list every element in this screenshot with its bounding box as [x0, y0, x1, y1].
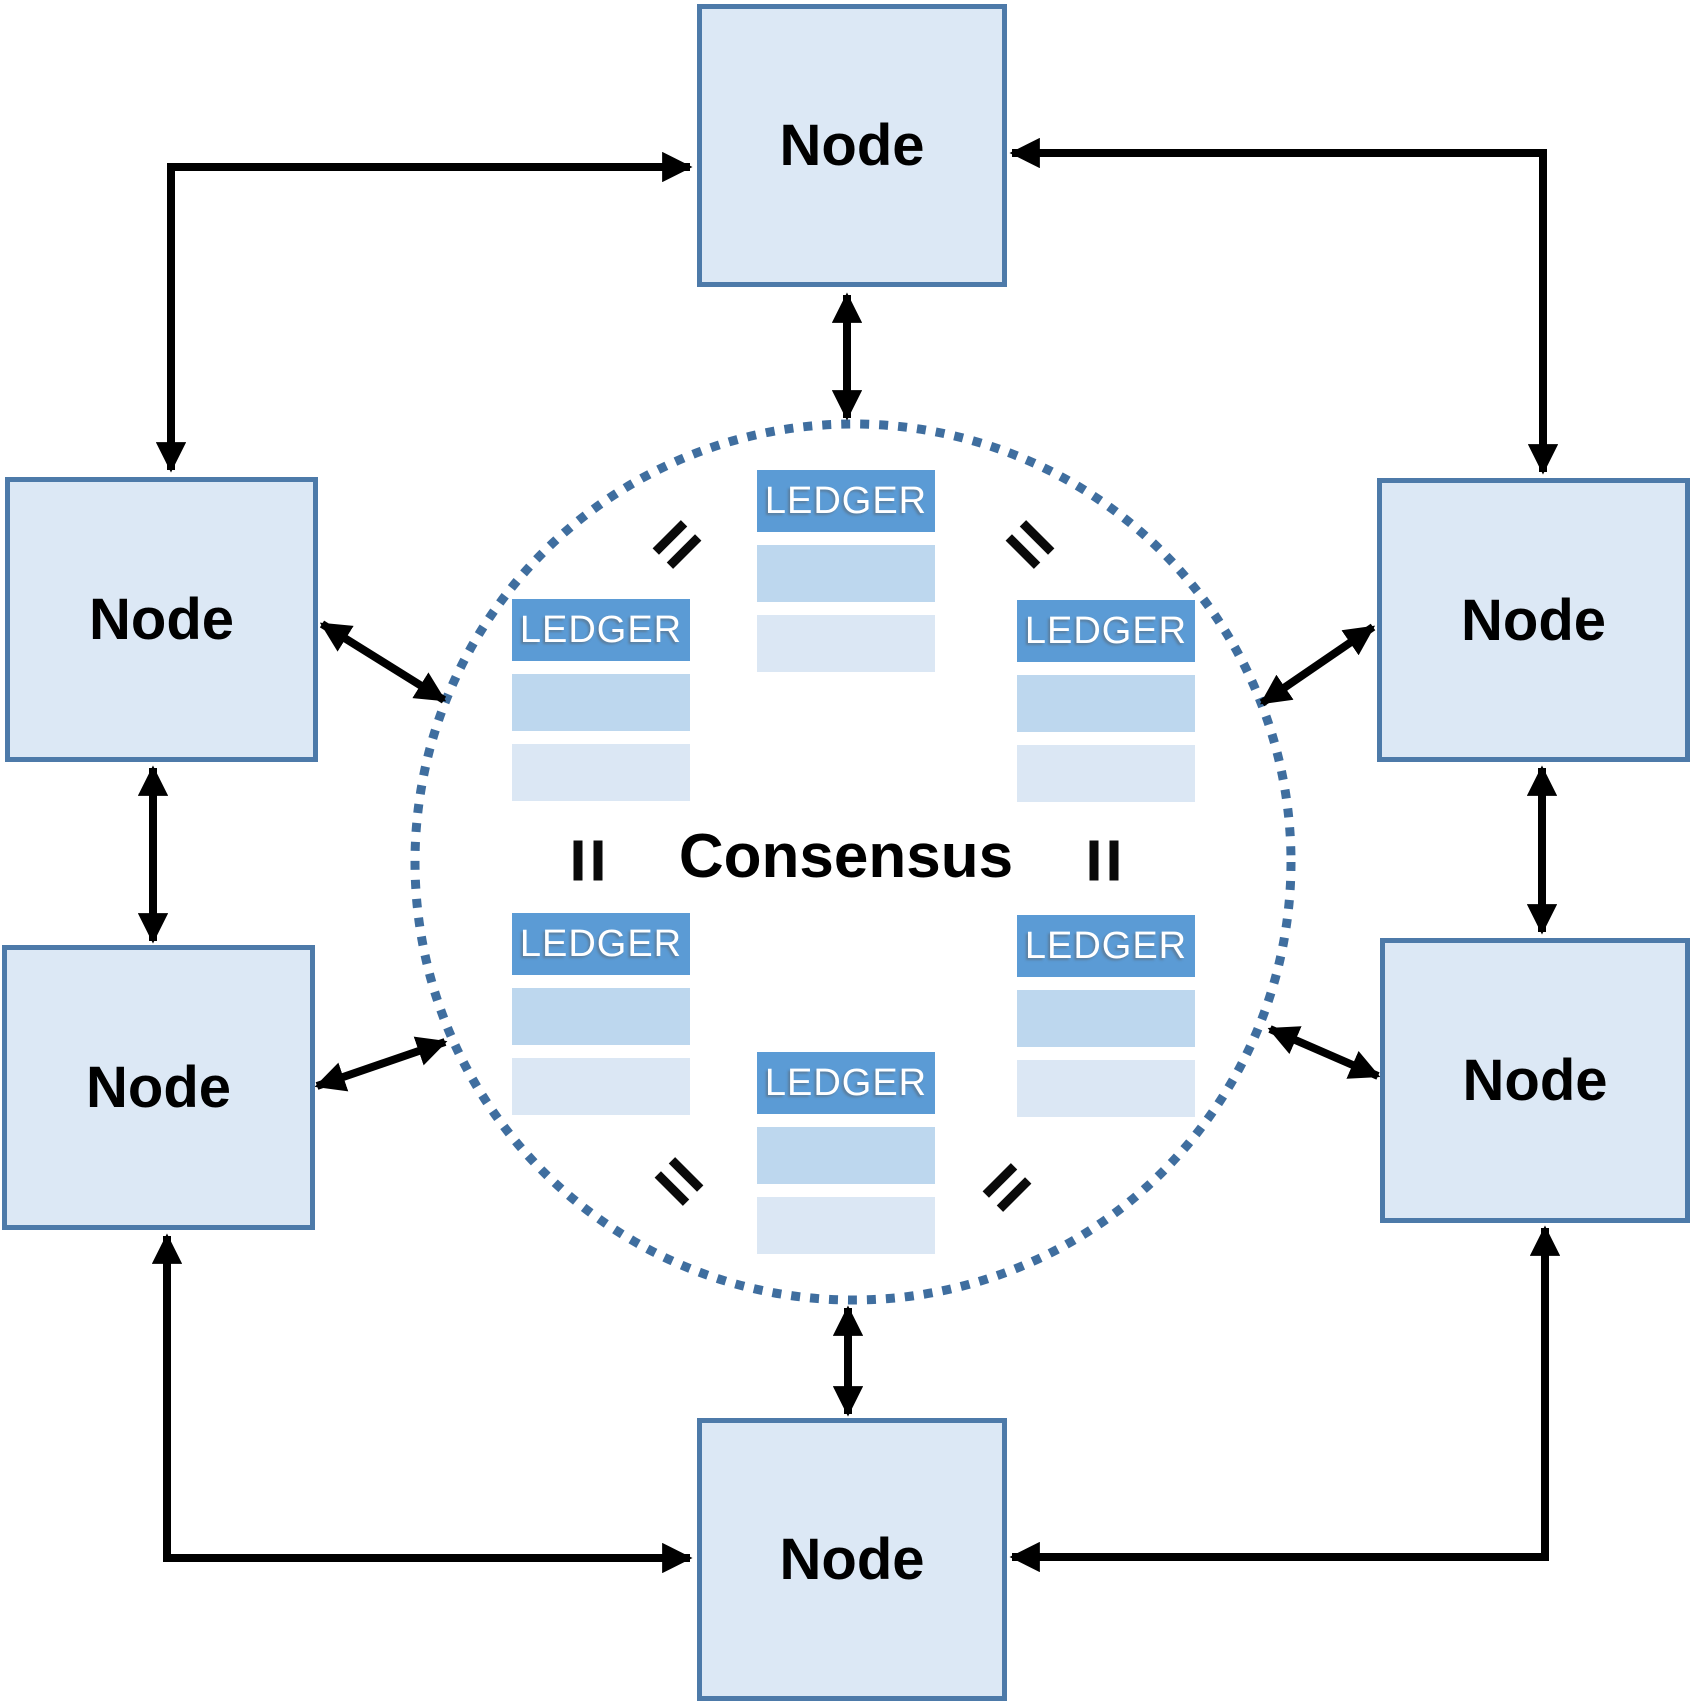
ledger-table-right-lower: LEDGER [1017, 915, 1195, 1117]
ledger-row [512, 744, 690, 801]
node-box-bottom: Node [697, 1418, 1007, 1701]
arrow-rightuppernode-circle [1259, 623, 1376, 707]
node-label: Node [1462, 1048, 1608, 1113]
node-box-right-upper: Node [1377, 478, 1690, 762]
ledger-row [757, 1127, 935, 1184]
node-box-top: Node [697, 4, 1007, 287]
arrow-leftlowernode-circle [314, 1036, 448, 1092]
arrow-topnode-rightuppernode [1009, 137, 1559, 475]
node-box-left-upper: Node [5, 477, 318, 762]
ledger-header: LEDGER [757, 470, 935, 532]
ledger-row [512, 1058, 690, 1115]
ledger-table-top: LEDGER [757, 470, 935, 672]
ledger-table-left-lower: LEDGER [512, 913, 690, 1115]
ledger-table-bottom: LEDGER [757, 1052, 935, 1254]
ledger-row [757, 545, 935, 602]
ledger-row [1017, 1060, 1195, 1117]
ledger-header: LEDGER [1017, 915, 1195, 977]
arrow-leftlowernode-bottomnode [151, 1233, 693, 1574]
ledger-row [512, 988, 690, 1045]
arrow-leftuppernode-circle [319, 620, 447, 704]
arrow-topnode-leftuppernode [155, 151, 693, 473]
node-label: Node [779, 1527, 925, 1592]
ledger-row [1017, 990, 1195, 1047]
ledger-header: LEDGER [512, 913, 690, 975]
arrow-rightlowernode-circle [1267, 1025, 1381, 1080]
consensus-label: Consensus [678, 822, 1014, 891]
node-box-right-lower: Node [1380, 938, 1690, 1223]
node-label: Node [89, 587, 234, 652]
ledger-row [512, 674, 690, 731]
node-label: Node [1461, 587, 1606, 653]
consensus-dotted-circle [410, 419, 1296, 1305]
node-label: Node [86, 1055, 231, 1120]
ledger-table-left-upper: LEDGER [512, 599, 690, 801]
ledger-header: LEDGER [512, 599, 690, 661]
ledger-row [1017, 745, 1195, 802]
ledger-row [1017, 675, 1195, 732]
ledger-row [757, 615, 935, 672]
ledger-row [757, 1197, 935, 1254]
arrow-bottomnode-rightlowernode [1009, 1225, 1561, 1573]
node-label: Node [779, 113, 925, 178]
ledger-table-right-upper: LEDGER [1017, 600, 1195, 802]
node-box-left-lower: Node [2, 945, 315, 1230]
ledger-header: LEDGER [1017, 600, 1195, 662]
ledger-header: LEDGER [757, 1052, 935, 1114]
